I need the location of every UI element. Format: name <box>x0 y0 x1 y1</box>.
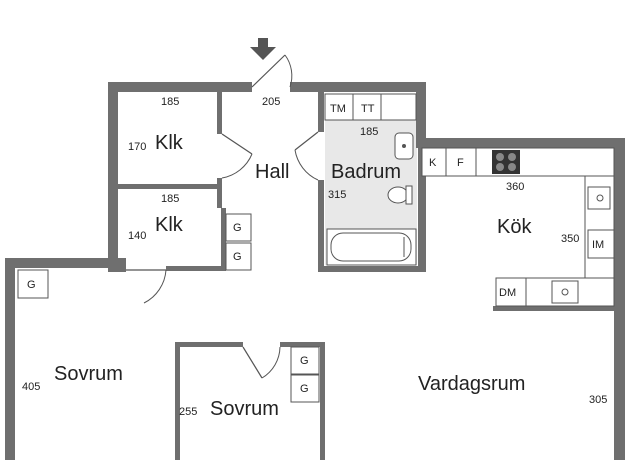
wardrobe-label: G <box>300 355 309 367</box>
dimension-klk-top-width: 185 <box>161 96 179 108</box>
bathtub-icon <box>326 228 417 266</box>
room-label-badrum: Badrum <box>331 161 401 183</box>
room-label-kok: Kök <box>497 216 532 238</box>
dimension-klk-top-depth: 170 <box>128 141 146 153</box>
washing-machine <box>324 93 354 121</box>
walls <box>5 82 625 460</box>
wardrobe-label: G <box>27 279 36 291</box>
wardrobe <box>290 346 320 375</box>
wardrobe <box>17 269 49 299</box>
wardrobe <box>290 374 320 403</box>
freezer <box>445 147 477 177</box>
room-label-sovrum-center: Sovrum <box>210 398 279 420</box>
room-label-klk-top: Klk <box>155 132 184 154</box>
door-swing-icon <box>126 54 319 379</box>
wardrobe-label: G <box>300 383 309 395</box>
microwave-label: IM <box>592 239 604 251</box>
dimension-badrum-depth: 315 <box>328 189 346 201</box>
dimension-sovrum-center-depth: 255 <box>179 406 197 418</box>
fridge <box>421 147 447 177</box>
fridge-label: K <box>429 157 437 169</box>
sink-icon <box>551 280 579 304</box>
room-label-sovrum-left: Sovrum <box>54 363 123 385</box>
room-label-hall: Hall <box>255 161 289 183</box>
dishwasher-label: DM <box>499 287 516 299</box>
wardrobe-label: G <box>233 251 242 263</box>
stove-icon <box>492 150 520 174</box>
toilet-icon <box>387 185 413 205</box>
dryer-label: TT <box>361 103 375 115</box>
freezer-label: F <box>457 157 464 169</box>
dimension-badrum-width: 185 <box>360 126 378 138</box>
bathroom-shelf <box>380 93 417 121</box>
sink-icon <box>394 132 414 160</box>
dimension-klk-mid-depth: 140 <box>128 230 146 242</box>
microwave <box>587 229 615 259</box>
dimension-kok-width: 360 <box>506 181 524 193</box>
room-label-vardagsrum: Vardagsrum <box>418 373 525 395</box>
wardrobe <box>225 213 252 242</box>
dimension-klk-mid-width: 185 <box>161 193 179 205</box>
washing-machine-label: TM <box>330 103 346 115</box>
wardrobe <box>225 242 252 271</box>
dishwasher <box>495 277 527 307</box>
room-label-klk-mid: Klk <box>155 214 184 236</box>
wardrobe-label: G <box>233 222 242 234</box>
sink-icon <box>587 186 611 210</box>
entrance-arrow-icon <box>250 38 276 60</box>
dimension-vardagsrum-depth: 305 <box>589 394 607 406</box>
dimension-sovrum-left-depth: 405 <box>22 381 40 393</box>
dimension-hall-width: 205 <box>262 96 280 108</box>
dimension-kok-depth: 350 <box>561 233 579 245</box>
